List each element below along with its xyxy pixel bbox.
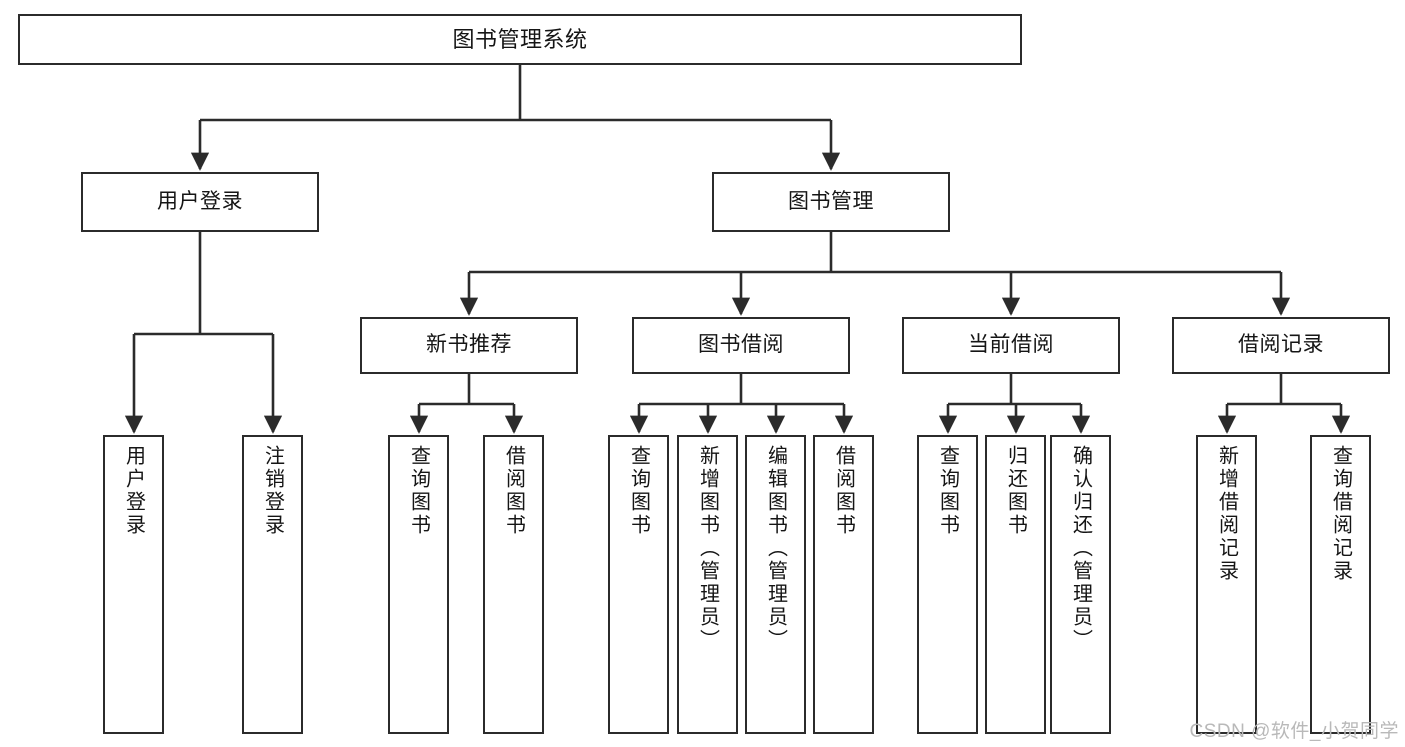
node-label: 新增借阅记录 <box>1215 445 1238 583</box>
node-l2[interactable]: 注销登录 <box>242 435 303 734</box>
node-n-borrow[interactable]: 图书借阅 <box>632 317 850 374</box>
node-l10[interactable]: 归还图书 <box>985 435 1046 734</box>
node-l7[interactable]: 编辑图书（管理员） <box>745 435 806 734</box>
watermark-text: CSDN @软件_小贺同学 <box>1189 721 1399 742</box>
node-label: 借阅记录 <box>1238 333 1324 357</box>
node-n-user[interactable]: 用户登录 <box>81 172 319 232</box>
node-l3[interactable]: 查询图书 <box>388 435 449 734</box>
node-label: 注销登录 <box>261 445 284 537</box>
node-label: 查询图书 <box>627 445 650 537</box>
node-l13[interactable]: 查询借阅记录 <box>1310 435 1371 734</box>
node-l11[interactable]: 确认归还（管理员） <box>1050 435 1111 734</box>
node-l12[interactable]: 新增借阅记录 <box>1196 435 1257 734</box>
node-label: 图书借阅 <box>698 333 784 357</box>
node-label: 借阅图书 <box>832 445 855 537</box>
node-l4[interactable]: 借阅图书 <box>483 435 544 734</box>
node-label: 新增图书（管理员） <box>696 445 719 652</box>
node-n-book[interactable]: 图书管理 <box>712 172 950 232</box>
node-l8[interactable]: 借阅图书 <box>813 435 874 734</box>
node-l6[interactable]: 新增图书（管理员） <box>677 435 738 734</box>
node-label: 当前借阅 <box>968 333 1054 357</box>
node-l9[interactable]: 查询图书 <box>917 435 978 734</box>
node-n-new[interactable]: 新书推荐 <box>360 317 578 374</box>
node-label: 查询图书 <box>936 445 959 537</box>
node-n-rec[interactable]: 借阅记录 <box>1172 317 1390 374</box>
node-label: 图书管理 <box>788 189 874 213</box>
node-n-cur[interactable]: 当前借阅 <box>902 317 1120 374</box>
node-l5[interactable]: 查询图书 <box>608 435 669 734</box>
node-label: 编辑图书（管理员） <box>764 445 787 652</box>
node-label: 归还图书 <box>1004 445 1027 537</box>
node-label: 用户登录 <box>157 189 243 213</box>
node-label: 图书管理系统 <box>452 26 588 52</box>
node-label: 查询图书 <box>407 445 430 537</box>
node-label: 确认归还（管理员） <box>1069 445 1092 652</box>
node-l1[interactable]: 用户登录 <box>103 435 164 734</box>
node-label: 查询借阅记录 <box>1329 445 1352 583</box>
node-label: 用户登录 <box>122 445 145 537</box>
node-root[interactable]: 图书管理系统 <box>18 14 1022 65</box>
node-label: 新书推荐 <box>426 333 512 357</box>
node-label: 借阅图书 <box>502 445 525 537</box>
